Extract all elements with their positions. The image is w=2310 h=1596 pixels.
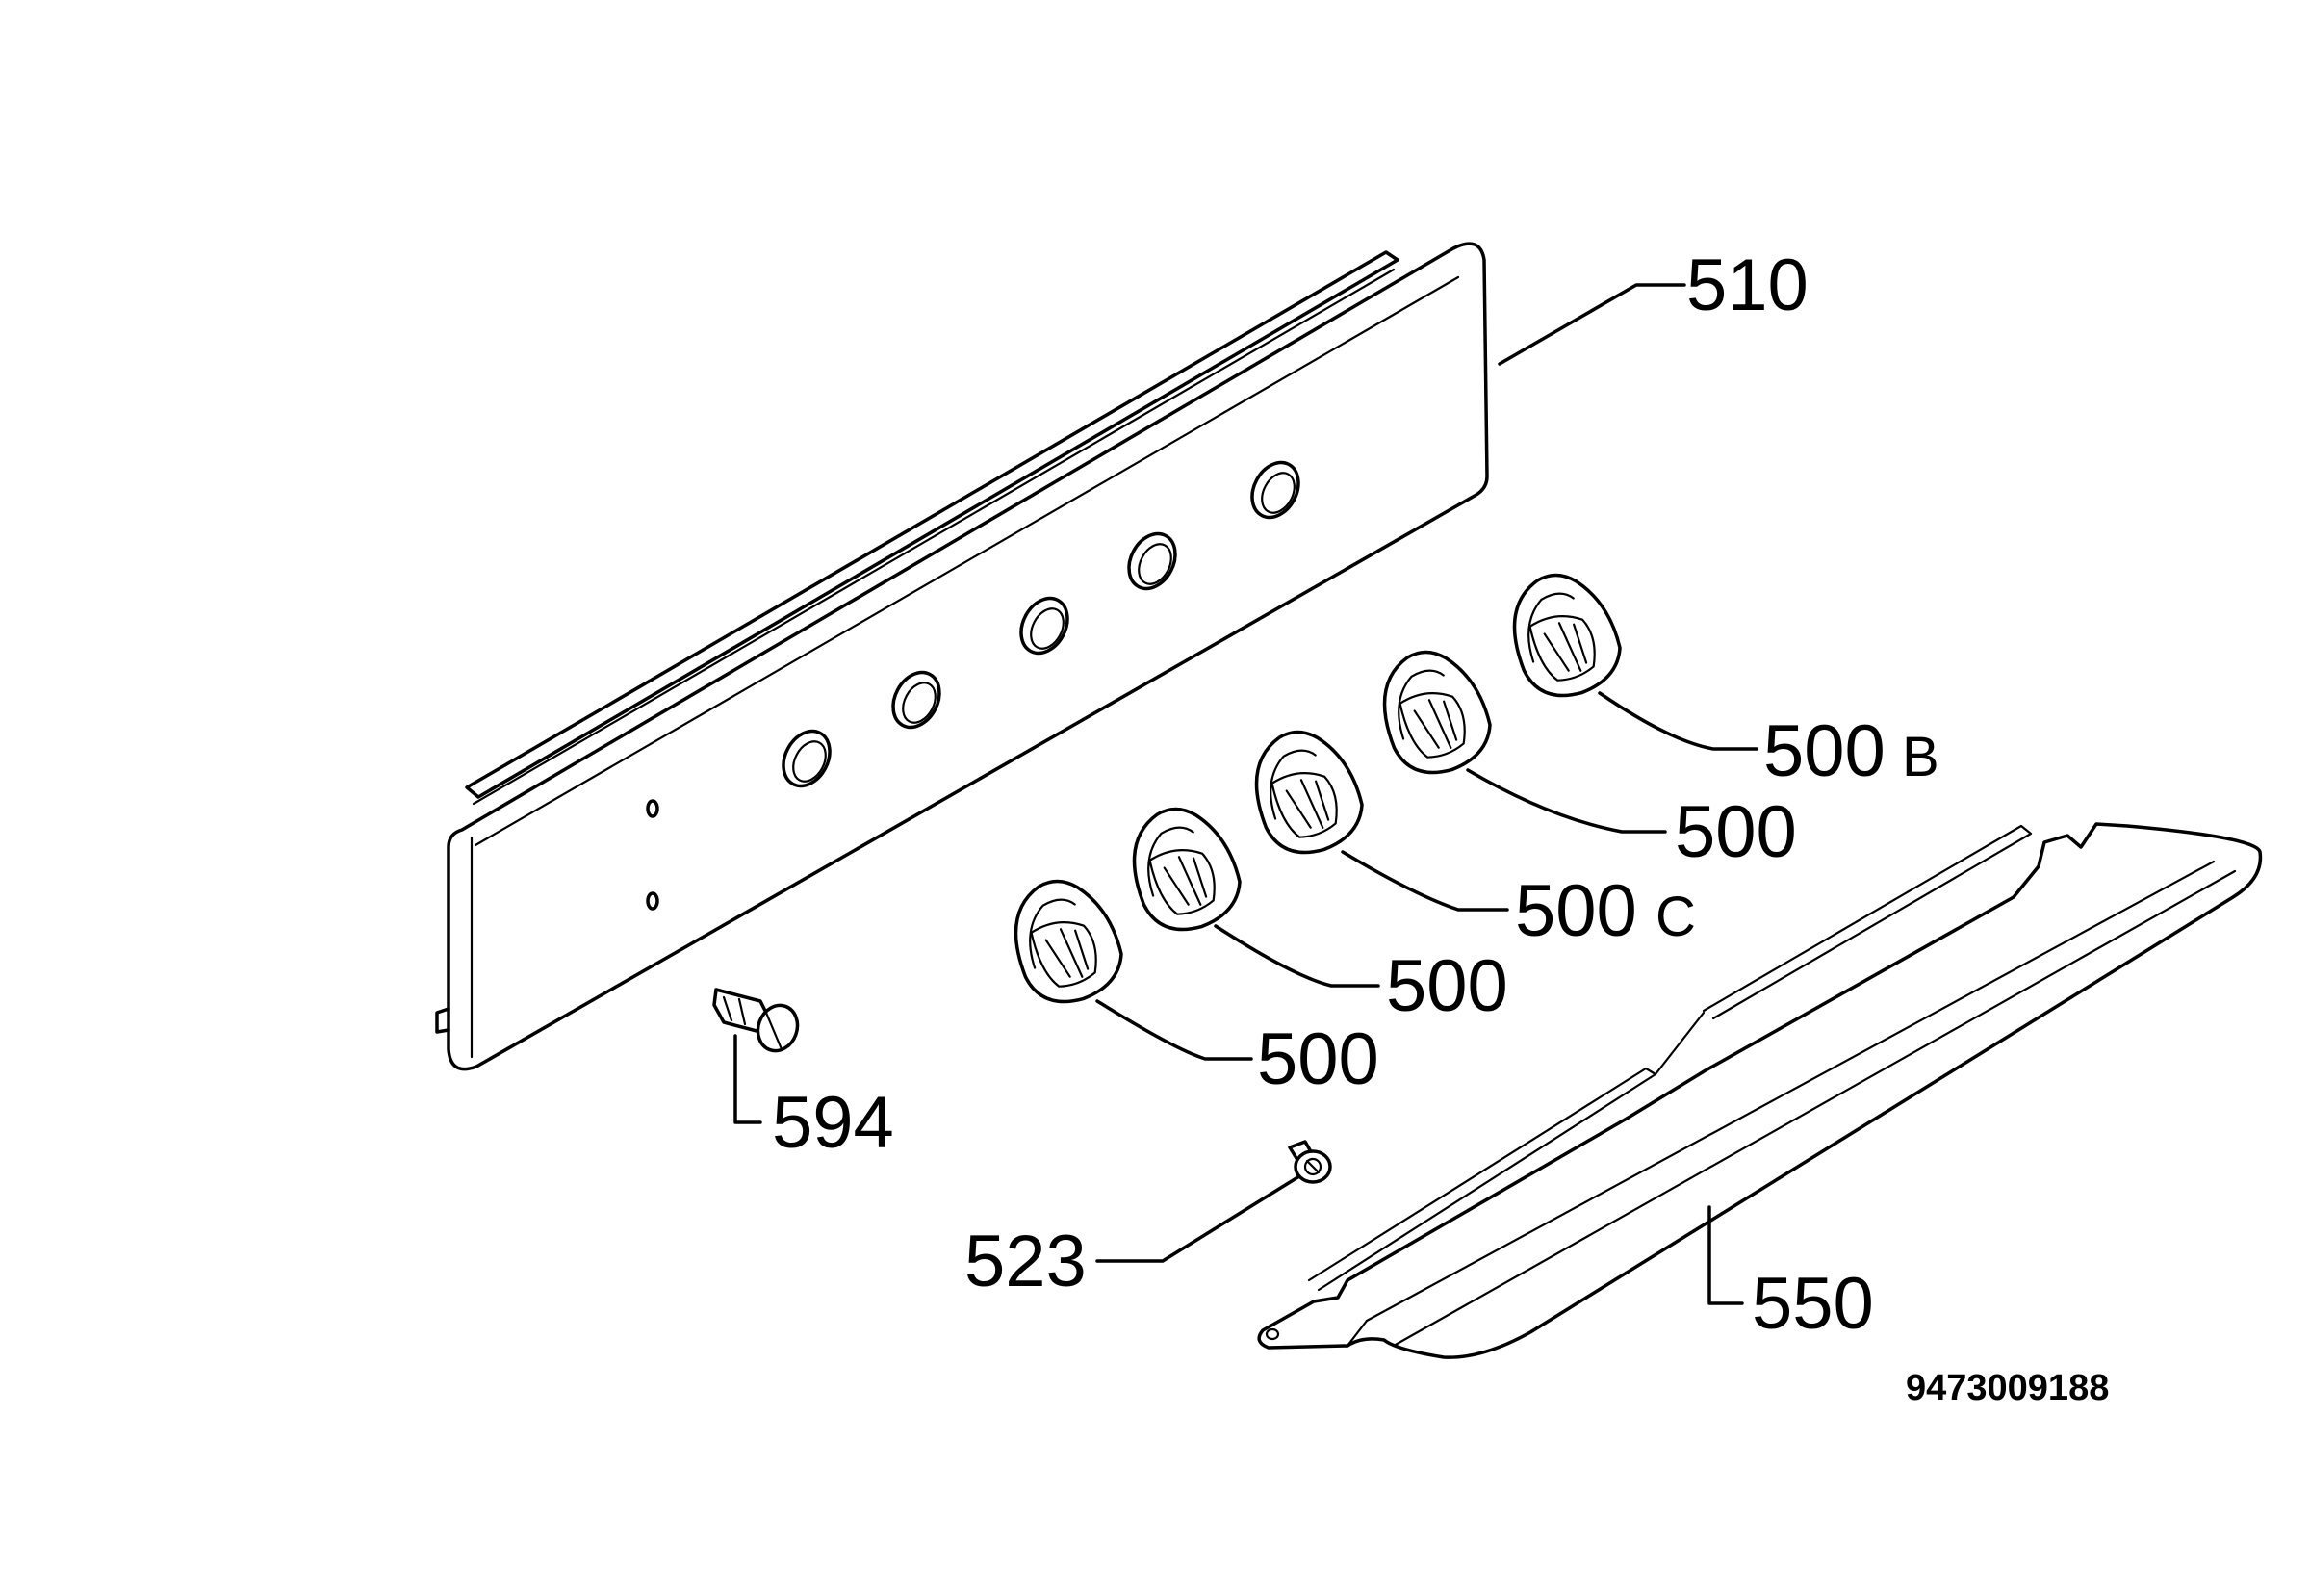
screw-part-523 bbox=[1288, 1140, 1332, 1184]
label-510: 510 bbox=[1686, 245, 1809, 326]
label-knob-k1: 500 bbox=[1257, 1018, 1379, 1100]
label-knob-k5: 500 bbox=[1763, 710, 1886, 792]
label-knob-k3-suffix: C bbox=[1656, 886, 1696, 948]
knob-k3 bbox=[1254, 730, 1364, 855]
control-panel-part-510 bbox=[435, 242, 1489, 1071]
drawing-number: 9473009188 bbox=[1906, 1368, 2109, 1408]
label-523: 523 bbox=[964, 1221, 1087, 1302]
trim-strip-part-550 bbox=[1257, 822, 2263, 1359]
knob-k4 bbox=[1382, 650, 1492, 775]
callout-labels: 510 594 523 550 500 500 500 C 500 500 B bbox=[772, 245, 1939, 1345]
panel-knob-holes bbox=[782, 460, 1300, 788]
label-knob-k3: 500 bbox=[1515, 870, 1637, 952]
label-knob-k5-suffix: B bbox=[1902, 726, 1939, 788]
knob-k1 bbox=[1014, 879, 1123, 1004]
label-knob-k2: 500 bbox=[1386, 945, 1508, 1027]
knob-k5 bbox=[1512, 573, 1622, 698]
label-knob-k4: 500 bbox=[1675, 791, 1797, 873]
leader-lines bbox=[733, 283, 1758, 1305]
label-594: 594 bbox=[772, 1082, 894, 1164]
knob-k2 bbox=[1132, 807, 1242, 932]
spacer-part-594 bbox=[712, 988, 800, 1053]
label-550: 550 bbox=[1752, 1263, 1874, 1345]
